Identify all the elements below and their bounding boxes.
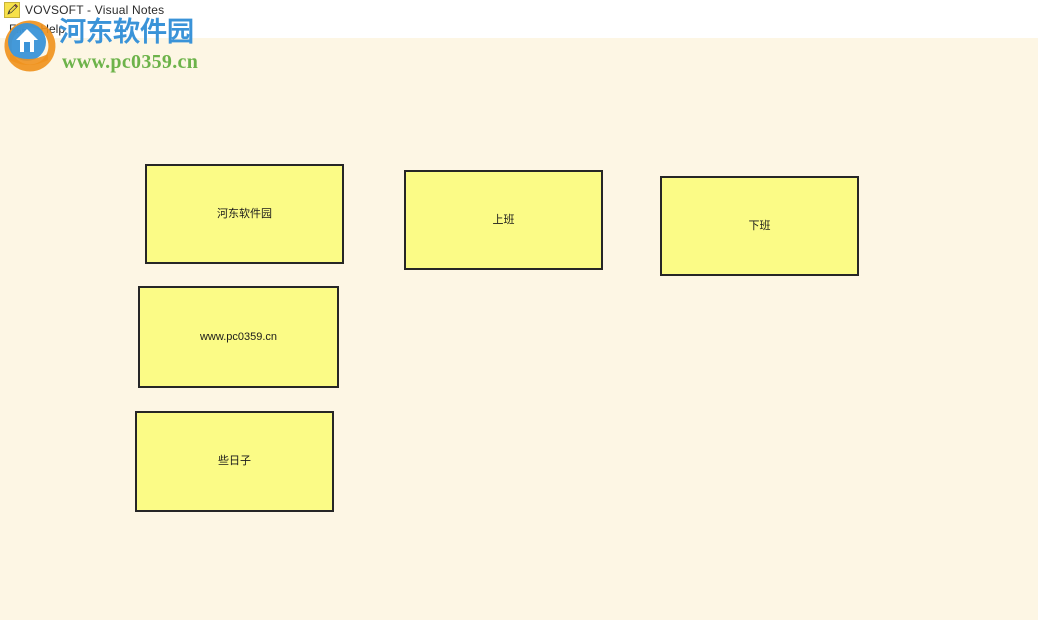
menu-bar: File Help: [0, 20, 1042, 38]
window-title: VOVSOFT - Visual Notes: [25, 3, 165, 17]
title-bar: VOVSOFT - Visual Notes: [0, 0, 1042, 20]
notes-canvas[interactable]: 河东软件园 上班 下班 www.pc0359.cn 些日子: [0, 38, 1038, 620]
app-pencil-icon: [4, 2, 20, 18]
note-card[interactable]: 些日子: [135, 411, 334, 512]
note-card[interactable]: 上班: [404, 170, 603, 270]
note-text: www.pc0359.cn: [199, 330, 278, 343]
note-card[interactable]: 下班: [660, 176, 859, 276]
note-card[interactable]: www.pc0359.cn: [138, 286, 339, 388]
note-text: 上班: [492, 213, 515, 226]
note-text: 下班: [748, 219, 771, 232]
menu-item-file[interactable]: File: [9, 22, 29, 36]
note-text: 河东软件园: [217, 207, 272, 220]
menu-item-help[interactable]: Help: [40, 22, 66, 36]
note-card[interactable]: 河东软件园: [145, 164, 344, 264]
note-text: 些日子: [218, 455, 251, 468]
